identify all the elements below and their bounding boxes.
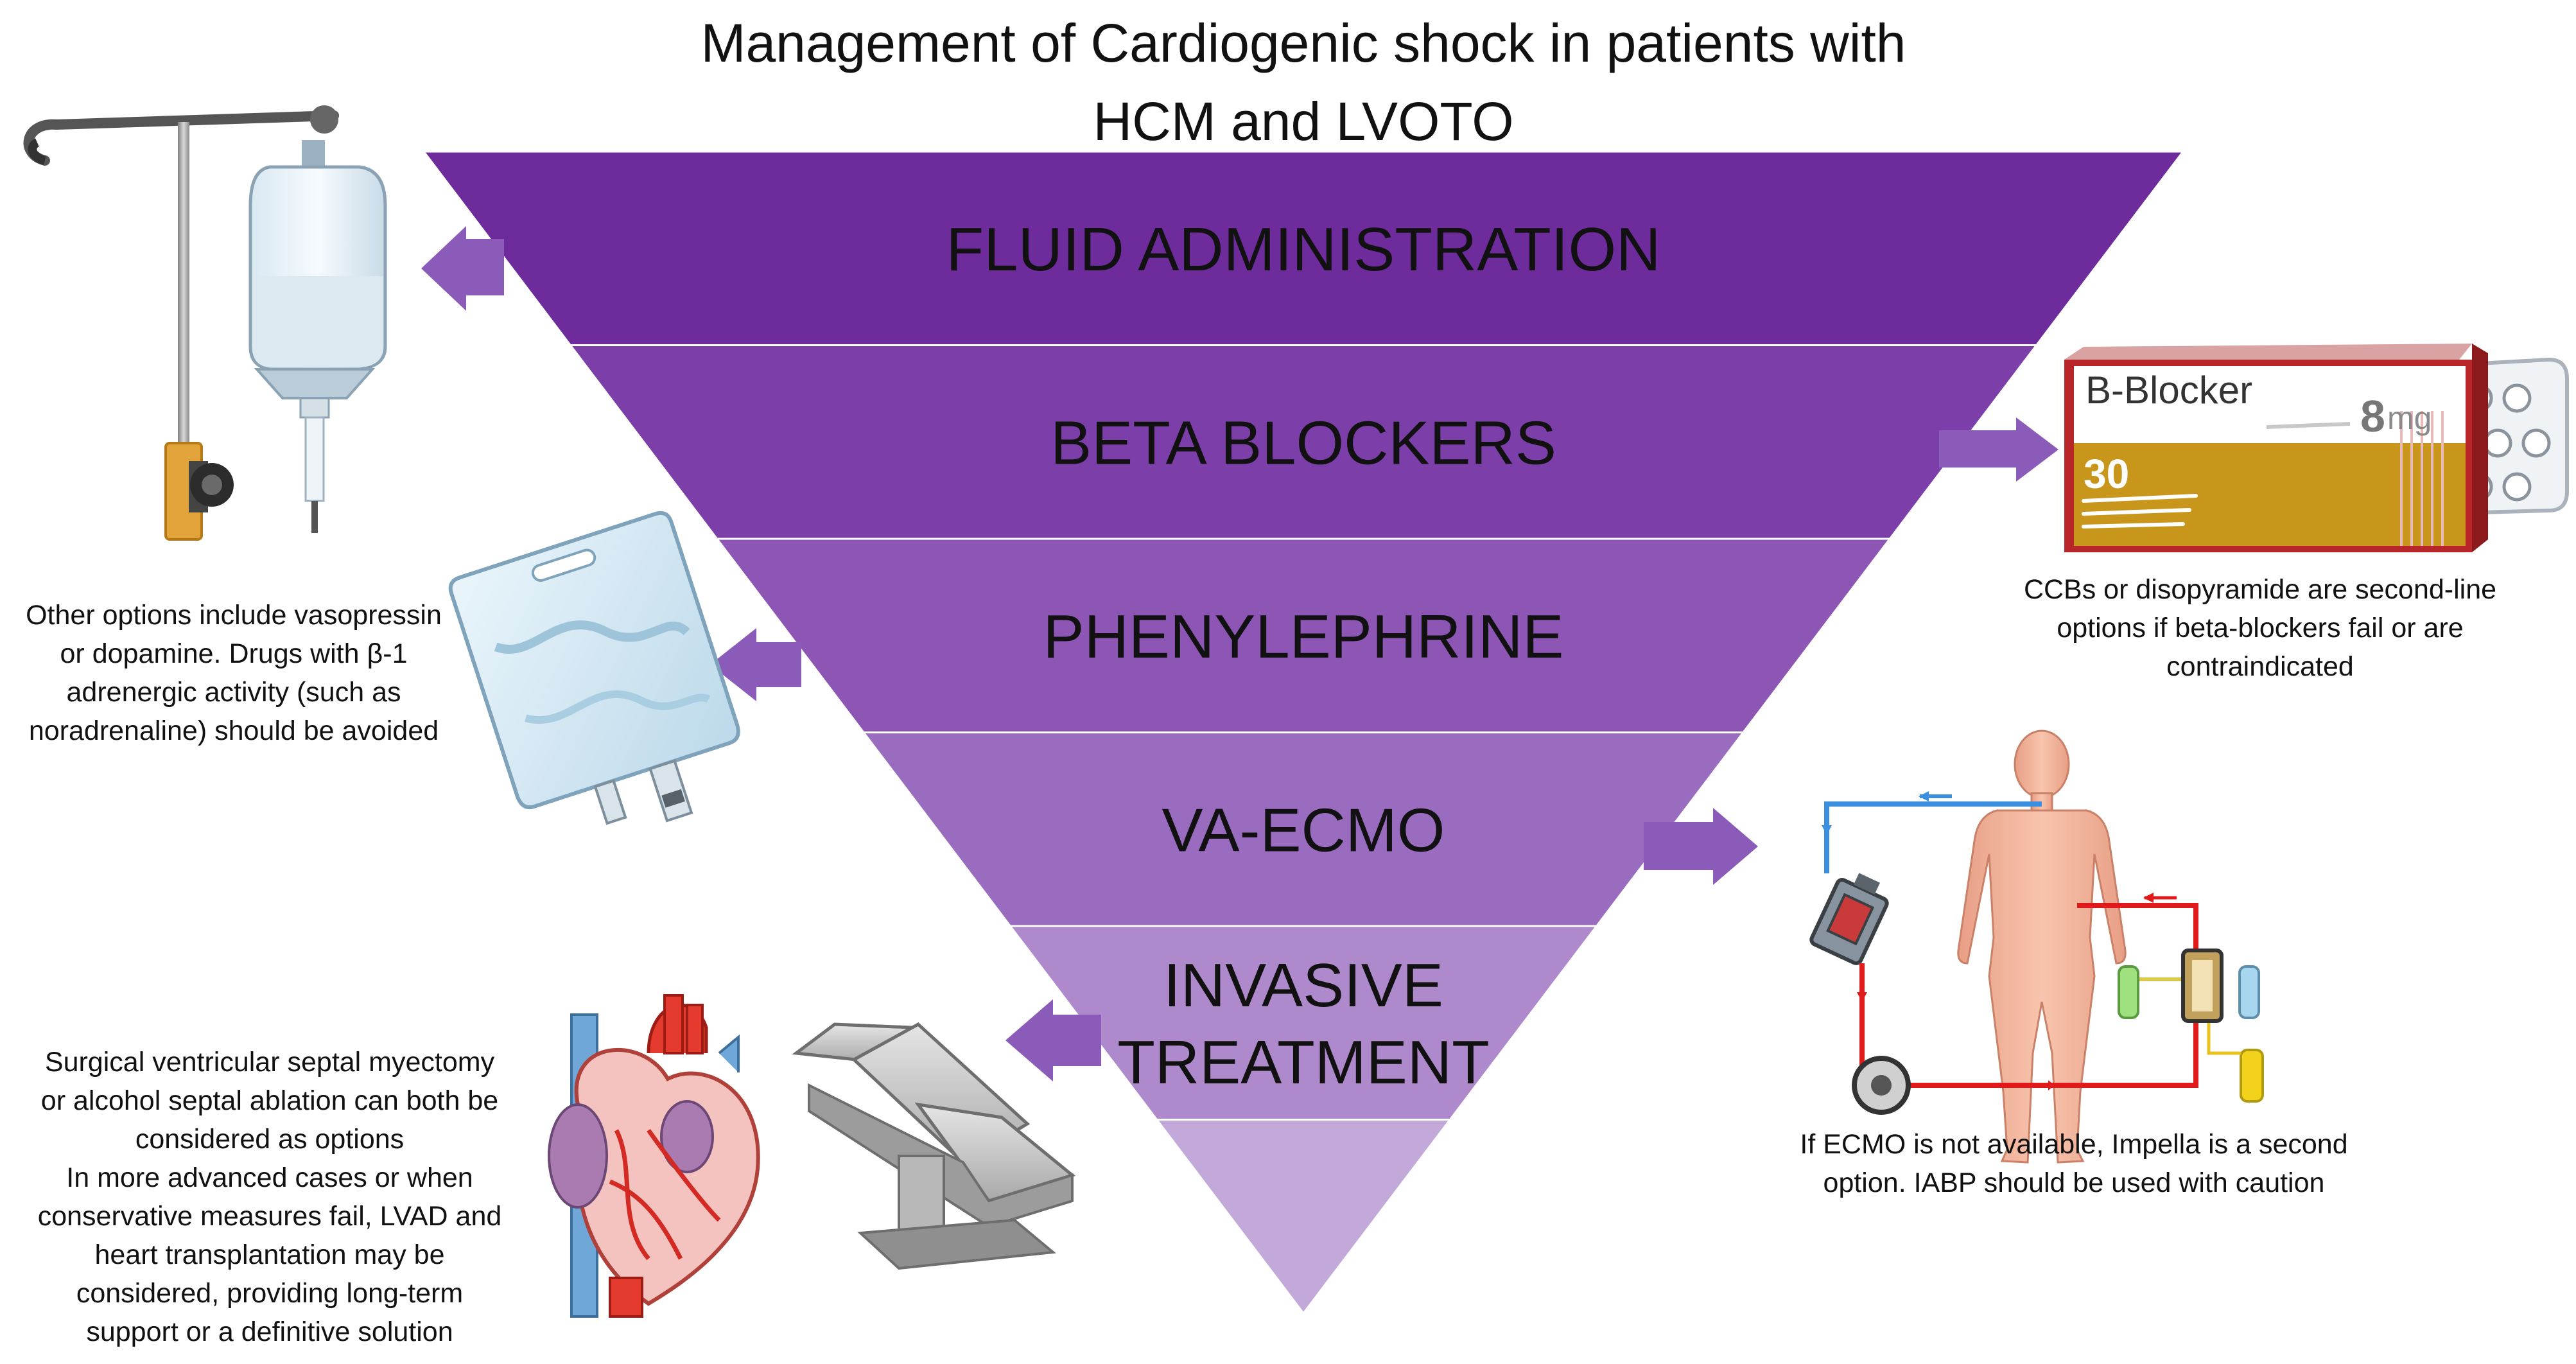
- title-line-1: Management of Cardiogenic shock in patie…: [701, 13, 1906, 73]
- funnel-tier-label: TREATMENT: [1117, 1028, 1490, 1097]
- note-line: options if beta-blockers fail or are: [2057, 613, 2464, 643]
- arrow-to-beta-blocker-box: [1939, 417, 2058, 482]
- note-line: considered, providing long-term: [76, 1278, 464, 1309]
- note-line: CCBs or disopyramide are second-line: [2023, 574, 2497, 605]
- pill-box-brand: B-Blocker: [2085, 369, 2252, 412]
- pill-box-dose: 8: [2360, 391, 2385, 441]
- pill-box-icon: B-Blocker 8 mg 30: [2064, 344, 2569, 552]
- funnel-tier-label: FLUID ADMINISTRATION: [946, 215, 1661, 284]
- patient-body-icon: [1957, 730, 2127, 1164]
- arrow-to-iv-stand: [421, 226, 504, 311]
- connector-arrows: [421, 226, 2058, 1081]
- operating-table-icon: [792, 1022, 1076, 1270]
- note-line: support or a definitive solution: [86, 1316, 453, 1347]
- iv-drip-stand-icon: [23, 105, 387, 541]
- title-line-2: HCM and LVOTO: [1093, 91, 1514, 152]
- note-beta-blocker-alternatives: CCBs or disopyramide are second-line opt…: [1997, 570, 2523, 686]
- note-line: noradrenaline) should be avoided: [28, 715, 439, 746]
- note-line: heart transplantation may be: [94, 1239, 445, 1270]
- arrow-to-heart-and-table: [1005, 999, 1101, 1081]
- note-line: Other options include vasopressin: [26, 600, 442, 631]
- note-line: option. IABP should be used with caution: [1823, 1167, 2325, 1198]
- heart-icon: [548, 994, 760, 1318]
- note-line: contraindicated: [2166, 651, 2354, 682]
- note-line: considered as options: [135, 1124, 405, 1155]
- funnel-tier-6: [1154, 1119, 1452, 1315]
- note-line: adrenergic activity (such as: [66, 677, 401, 708]
- note-line: conservative measures fail, LVAD and: [37, 1201, 502, 1232]
- arrow-to-iv-bag: [710, 628, 801, 701]
- note-ecmo-alternatives: If ECMO is not available, Impella is a s…: [1734, 1125, 2414, 1202]
- note-invasive-options: Surgical ventricular septal myectomy or …: [6, 1043, 533, 1351]
- funnel-tiers: FLUID ADMINISTRATION BETA BLOCKERS PHENYLE…: [421, 150, 2186, 1315]
- iv-fluid-bag-icon: [448, 511, 740, 825]
- diagram-title: Management of Cardiogenic shock in patie…: [514, 4, 2093, 161]
- arrow-to-ecmo-circuit: [1644, 808, 1758, 885]
- funnel-tier-label: INVASIVE: [1163, 951, 1443, 1020]
- note-line: or alcohol septal ablation can both be: [40, 1085, 499, 1116]
- ecmo-circuit-icon: [1809, 730, 2264, 1164]
- note-line: or dopamine. Drugs with β-1: [60, 638, 408, 669]
- pill-box-dose-unit: mg: [2387, 400, 2432, 436]
- note-line: Surgical ventricular septal myectomy: [44, 1047, 495, 1078]
- note-line: In more advanced cases or when: [66, 1162, 473, 1193]
- pill-box-count: 30: [2084, 451, 2129, 497]
- note-vasopressor-options: Other options include vasopressin or dop…: [3, 596, 465, 750]
- note-line: If ECMO is not available, Impella is a s…: [1800, 1129, 2348, 1160]
- funnel-tier-label: BETA BLOCKERS: [1050, 408, 1556, 477]
- funnel-tier-label: PHENYLEPHRINE: [1043, 602, 1564, 671]
- funnel-tier-label: VA-ECMO: [1162, 796, 1445, 864]
